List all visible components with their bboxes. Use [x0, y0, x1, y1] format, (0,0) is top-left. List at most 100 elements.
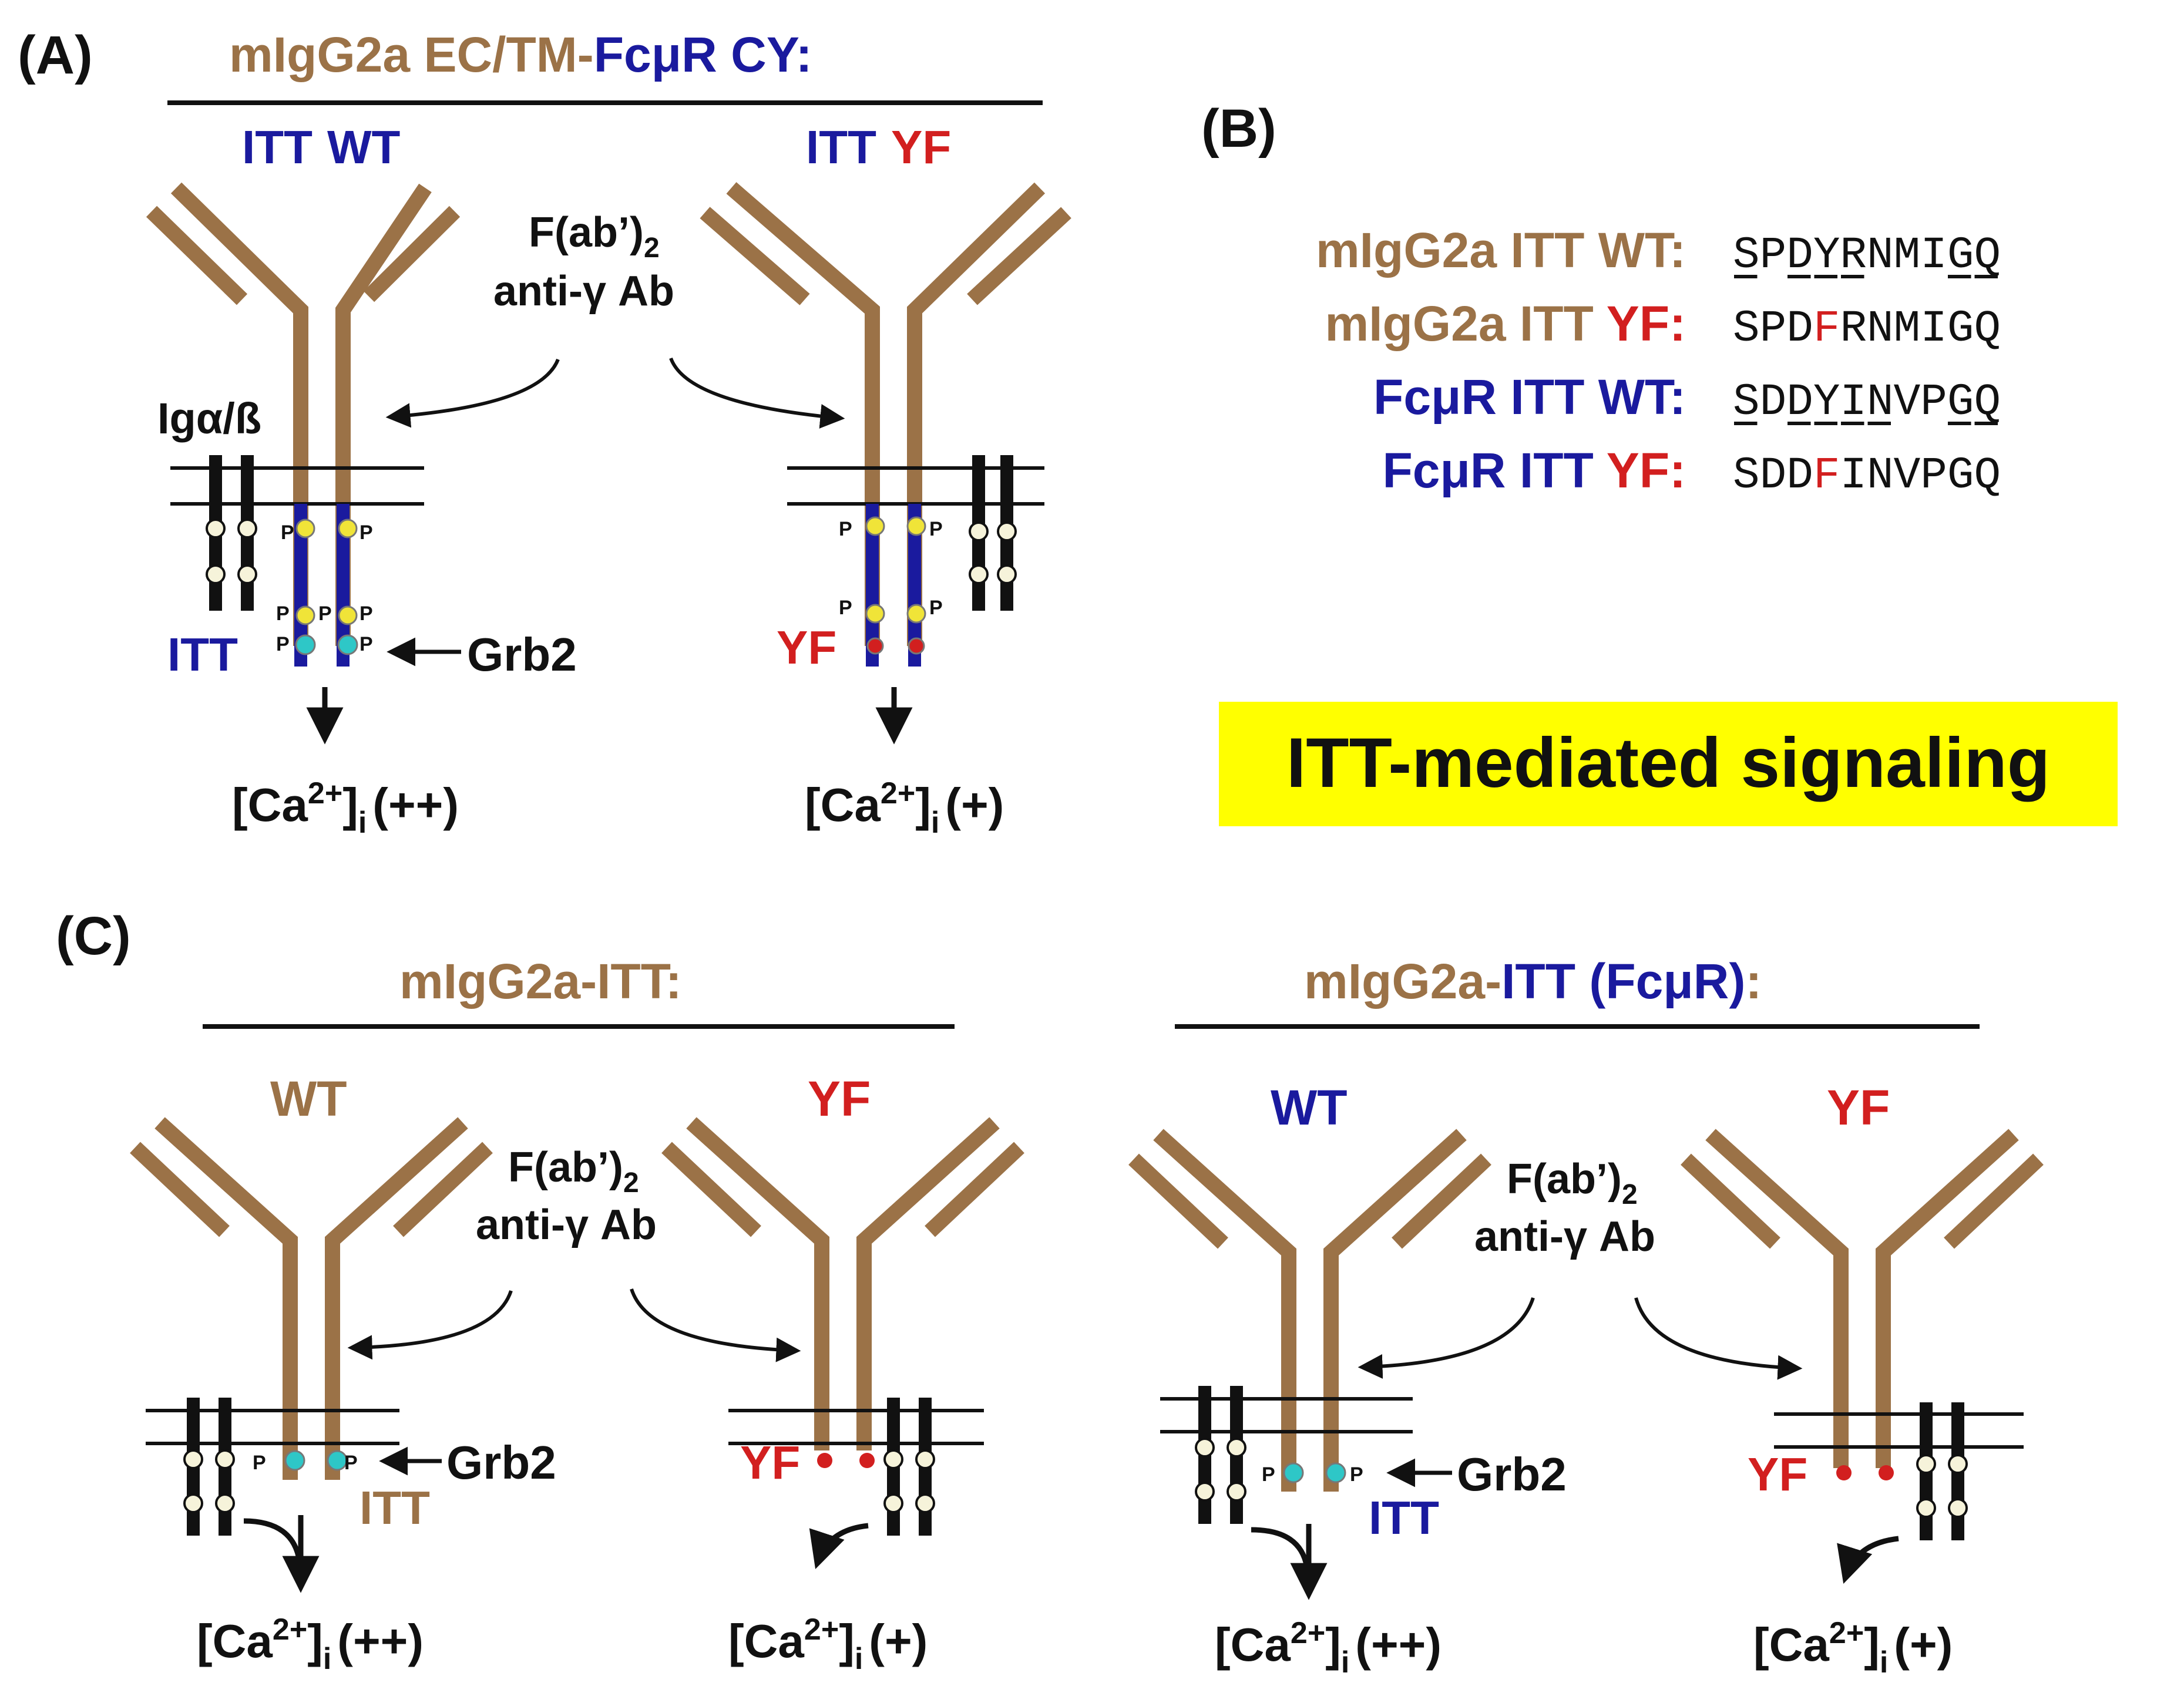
wt-heading-c1: WT: [270, 1071, 347, 1126]
p-label-c1-right: P: [344, 1452, 358, 1474]
membrane-c2-yf: [1774, 1412, 2024, 1449]
p-labels-a-right: P P P P: [839, 518, 943, 619]
svg-text:P: P: [276, 633, 290, 655]
yf-label-c2: YF: [1748, 1448, 1807, 1500]
grb2-site-c1-right: [327, 1450, 348, 1471]
panel-a-title: mIgG2a EC/TM-FcμR CY:: [229, 27, 812, 82]
antibody-c2-wt: [1128, 1129, 1491, 1492]
itam-site: [1916, 1454, 1936, 1474]
signal-arrow-c2-yf: [1837, 1536, 1899, 1584]
antibody-c2-yf: [1681, 1129, 2044, 1468]
calcium-label-c2-wt: [Ca2+]i(++): [1215, 1616, 1442, 1680]
yf-label-a: YF: [777, 621, 836, 674]
itam-site: [183, 1493, 203, 1513]
antibody-c1-yf: [661, 1117, 1024, 1450]
panel-a-label: (A): [18, 25, 93, 85]
anti-gamma-label-a-line2: anti-γ Ab: [493, 268, 674, 315]
itam-site: [1227, 1482, 1246, 1502]
yf-label-c1: YF: [740, 1436, 800, 1489]
light-chain-left: [661, 1142, 761, 1237]
svg-text:P: P: [359, 521, 373, 544]
panel-c-left-title: mIgG2a-ITT:: [399, 954, 682, 1009]
itam-site: [215, 1493, 235, 1513]
itam-site: [1948, 1498, 1968, 1518]
banner-highlight: [1219, 702, 2118, 826]
signal-curve-c1-wt: [243, 1518, 303, 1563]
heavy-chain-right: [856, 1117, 1000, 1450]
grb2-label-c1: Grb2: [446, 1436, 556, 1489]
sequence-row-label: FcμR ITT YF:: [1382, 443, 1686, 498]
sequence-row-label: mIgG2a ITT YF:: [1325, 296, 1686, 351]
mutant-site-c1-left: [817, 1453, 832, 1468]
mutant-site-c2-left: [1836, 1465, 1852, 1480]
itam-site: [1195, 1482, 1215, 1502]
p-label-c2-left: P: [1262, 1463, 1275, 1486]
itam-site: [1227, 1438, 1246, 1458]
anti-gamma-arrow-c2-right: [1634, 1297, 1803, 1380]
sequence-row-residues: SDDYINVPGQ: [1733, 377, 2001, 428]
sequence-row-residues: SPDFRNMIGQ: [1733, 304, 2001, 354]
itam-site: [1916, 1498, 1936, 1518]
svg-text:P: P: [359, 603, 373, 625]
anti-gamma-label-c2-line1: F(ab’)2: [1507, 1156, 1638, 1210]
anti-gamma-arrow-c1-right: [630, 1288, 801, 1362]
signal-curve-c2-wt: [1251, 1527, 1310, 1569]
svg-text:P: P: [929, 597, 943, 619]
mutant-site-c1-right: [859, 1453, 875, 1468]
svg-text:P: P: [276, 603, 290, 625]
sequence-row-label: FcμR ITT WT:: [1373, 369, 1686, 425]
itam-site: [915, 1493, 935, 1513]
light-chain-left: [130, 1142, 230, 1237]
heavy-chain-right: [1876, 1129, 2019, 1468]
anti-gamma-label-a-line1: F(ab’)2: [529, 209, 660, 264]
svg-text:P: P: [318, 603, 332, 625]
itt-label-a: ITT: [167, 628, 238, 681]
grb2-site-c2-left: [1283, 1462, 1304, 1483]
sequence-row-residues: SPDYRNMIGQ: [1733, 230, 2001, 281]
grb2-site-c2-right: [1325, 1462, 1346, 1483]
panel-c-label: (C): [56, 906, 131, 966]
calcium-label-c2-yf: [Ca2+]i(+): [1753, 1616, 1953, 1680]
ig-alpha-beta-c1-yf: [883, 1398, 935, 1536]
phospho-sites-a-right: [865, 516, 926, 655]
calcium-label-c1-yf: [Ca2+]i(+): [728, 1613, 928, 1676]
calcium-label-a-left: [Ca2+]i(++): [232, 776, 459, 840]
membrane-c1-yf: [728, 1409, 984, 1445]
antibody-c1-wt: [130, 1117, 493, 1480]
anti-gamma-arrow-c1-left: [347, 1290, 513, 1360]
heavy-chain-left: [154, 1117, 298, 1480]
itam-site: [183, 1449, 203, 1469]
mutant-site-c2-right: [1879, 1465, 1894, 1480]
ig-alpha-beta-c2-wt: [1195, 1386, 1246, 1524]
anti-gamma-label-c2-line2: anti-γ Ab: [1474, 1213, 1655, 1260]
svg-text:P: P: [359, 633, 373, 655]
itam-site: [883, 1493, 903, 1513]
p-label-c1-left: P: [253, 1452, 266, 1474]
itam-site: [215, 1449, 235, 1469]
yf-heading-c1: YF: [808, 1071, 871, 1126]
grb2-label-c2: Grb2: [1457, 1448, 1567, 1500]
svg-text:P: P: [929, 518, 943, 540]
calcium-label-a-right: [Ca2+]i(+): [805, 776, 1004, 840]
itt-label-c2: ITT: [1369, 1492, 1439, 1544]
wt-heading-c2: WT: [1271, 1080, 1348, 1135]
banner-text: ITT-mediated signaling: [1286, 723, 2050, 802]
yf-heading-c2: YF: [1827, 1080, 1890, 1135]
signal-arrow-c1-yf: [809, 1523, 869, 1569]
calcium-label-c1-wt: [Ca2+]i(++): [197, 1613, 424, 1676]
p-label-c2-right: P: [1350, 1463, 1363, 1486]
light-chain-right: [393, 1142, 493, 1237]
itam-site: [883, 1449, 903, 1469]
heavy-chain-left: [686, 1117, 829, 1450]
itam-site: [915, 1449, 935, 1469]
panel-c: (C) mIgG2a-ITT: mIgG2a-ITT (FcμR): WT YF…: [56, 906, 2044, 1680]
anti-gamma-label-c1-line2: anti-γ Ab: [476, 1201, 657, 1248]
light-chain-right: [925, 1142, 1024, 1237]
itam-site: [1195, 1438, 1215, 1458]
